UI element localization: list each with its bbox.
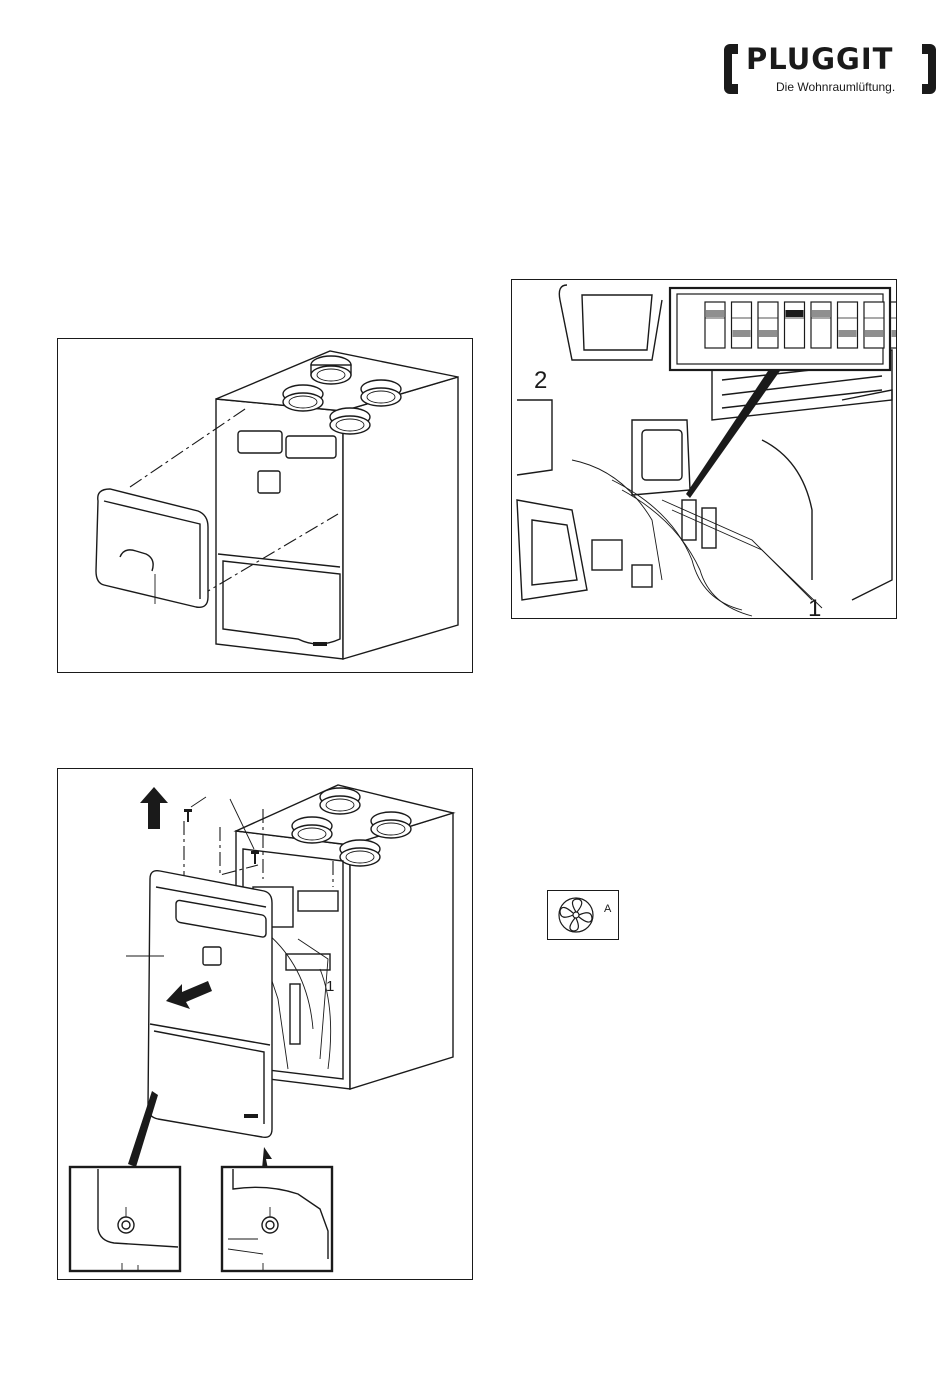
logo-tagline: Die Wohnraumlüftung. xyxy=(776,80,895,94)
dip-switch xyxy=(785,302,805,348)
dip-switch-knob xyxy=(733,330,751,337)
dip-switch-knob xyxy=(786,310,804,317)
unit-drawing-2: 1 xyxy=(58,769,473,1280)
dip-switch xyxy=(705,302,725,348)
dip-switch-knob xyxy=(892,330,898,337)
callout-1: 1 xyxy=(808,595,821,619)
dip-switch-knob xyxy=(812,310,830,317)
figure-front-panel-removal: 1 xyxy=(57,768,473,1280)
dip-switch-bank xyxy=(705,302,897,348)
logo-bracket-left xyxy=(724,44,738,94)
fan-symbol-box: A xyxy=(547,890,619,940)
dip-switch xyxy=(758,302,778,348)
pluggit-logo: PLUGGIT Die Wohnraumlüftung. xyxy=(724,42,936,100)
fan-icon xyxy=(548,891,604,939)
dip-switch-knob xyxy=(839,330,857,337)
dip-switch xyxy=(811,302,831,348)
dip-switch-knob xyxy=(865,330,883,337)
callout-1-fig3: 1 xyxy=(326,978,334,995)
dip-switch-knob xyxy=(759,330,777,337)
dip-switch xyxy=(864,302,884,348)
dip-switch xyxy=(838,302,858,348)
unit-drawing-1 xyxy=(58,339,473,673)
fan-symbol-label: A xyxy=(604,903,611,915)
figure-dip-switch-detail: 2 1 xyxy=(511,279,897,619)
dip-switch xyxy=(891,302,898,348)
figure-cover-removal xyxy=(57,338,473,673)
board-drawing: 2 1 xyxy=(512,280,897,619)
dip-switch-knob xyxy=(706,310,724,317)
logo-bracket-right xyxy=(922,44,936,94)
callout-2: 2 xyxy=(534,367,547,394)
dip-switch xyxy=(732,302,752,348)
logo-name: PLUGGIT xyxy=(746,42,893,76)
